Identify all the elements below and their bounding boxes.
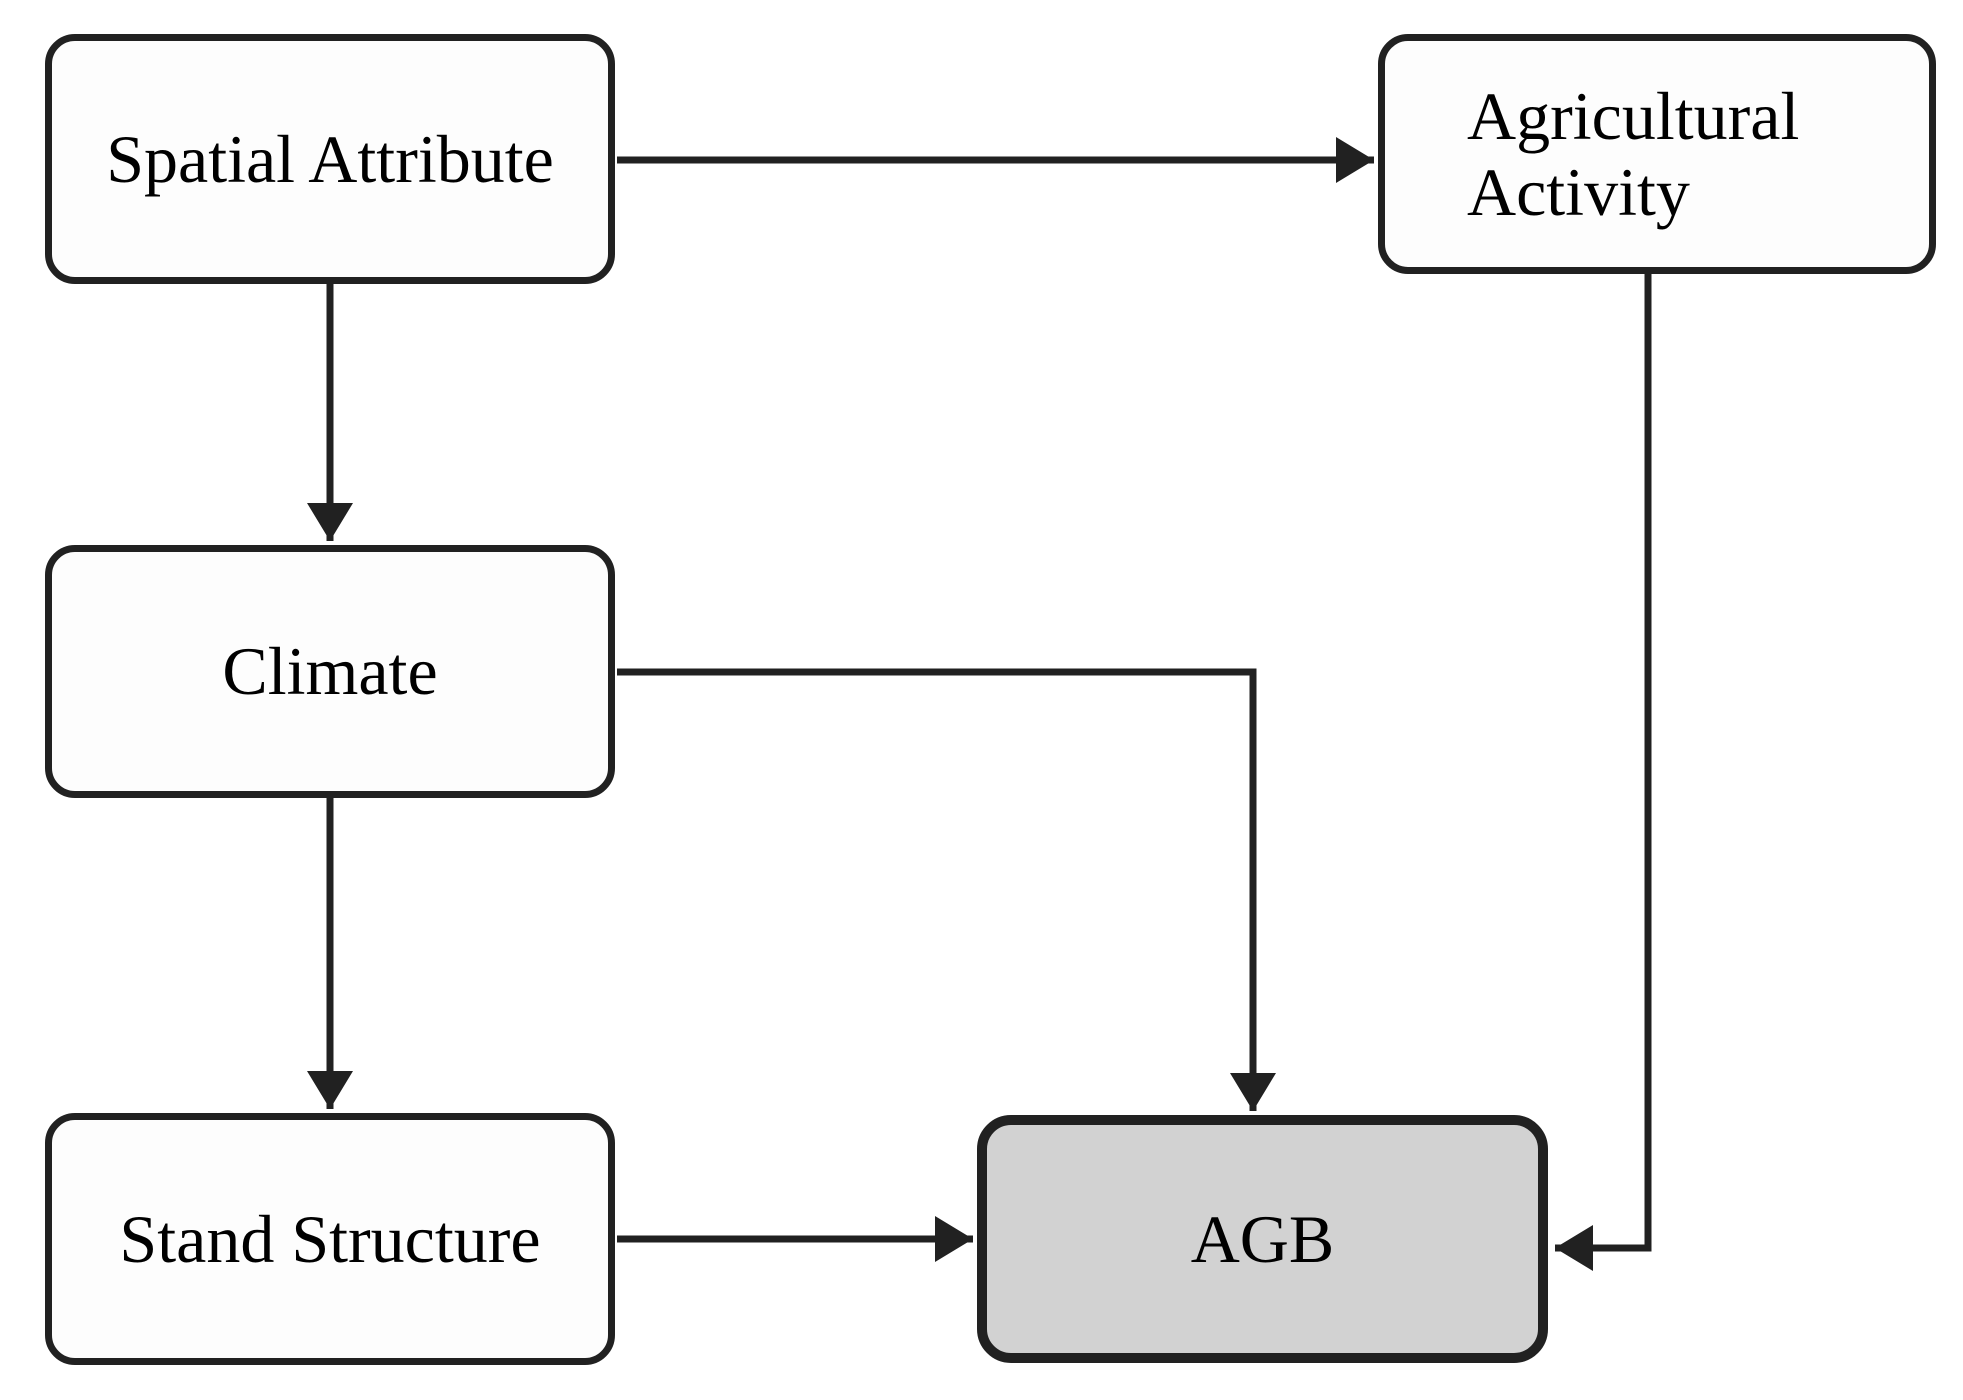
node-agb: AGB (977, 1115, 1548, 1363)
node-climate-label: Climate (222, 633, 438, 710)
node-agricultural-activity-label: Agricultural Activity (1467, 77, 1800, 230)
edge-climate-to-agb (617, 668, 1276, 1111)
node-agricultural-activity: Agricultural Activity (1378, 34, 1936, 274)
node-spatial-attribute: Spatial Attribute (45, 34, 615, 284)
edge-agricultural-activity-to-agb (1555, 274, 1652, 1271)
node-spatial-attribute-label: Spatial Attribute (106, 120, 554, 197)
node-agb-label: AGB (1190, 1200, 1335, 1277)
node-stand-structure: Stand Structure (45, 1113, 615, 1365)
node-climate: Climate (45, 545, 615, 798)
node-stand-structure-label: Stand Structure (119, 1200, 541, 1277)
